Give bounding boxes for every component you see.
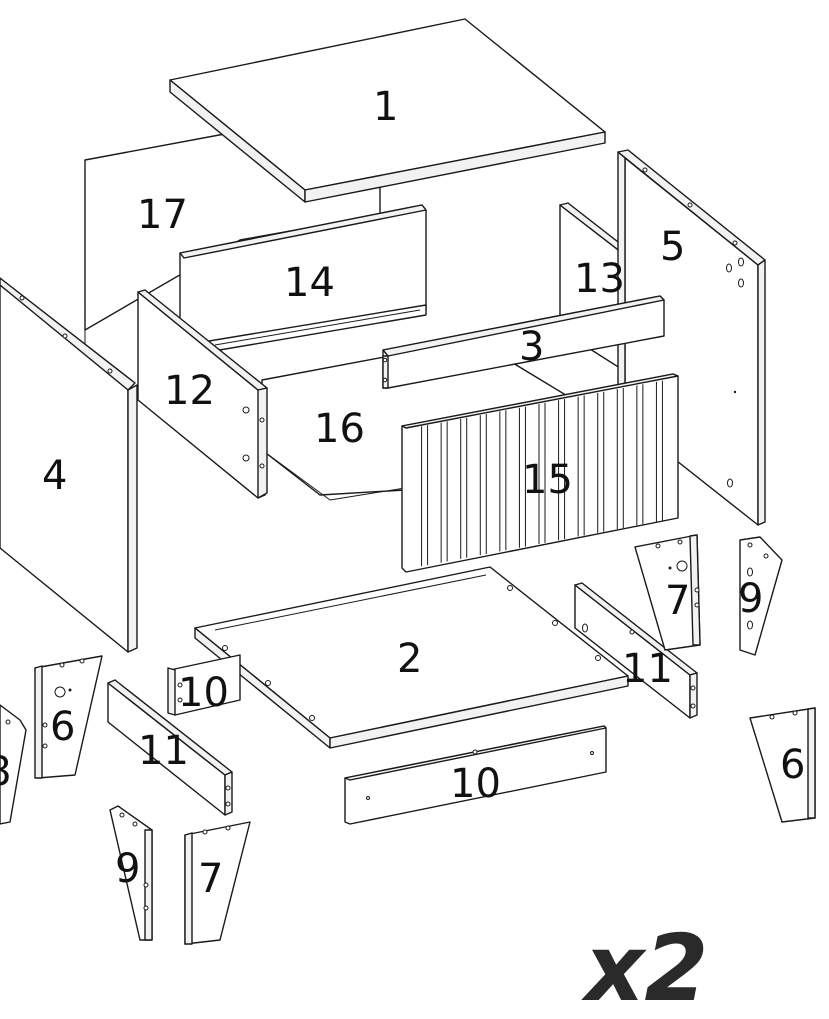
part-label-9-right: 9 xyxy=(738,576,763,622)
quantity-multiplier: x2 xyxy=(581,915,708,1019)
part-7-leg-right xyxy=(634,534,701,651)
part-label-9-left: 9 xyxy=(115,846,140,892)
part-label-15: 15 xyxy=(522,457,573,503)
part-label-3: 3 xyxy=(519,324,544,370)
part-7-leg-left xyxy=(184,821,251,945)
part-label-7-right: 7 xyxy=(665,578,690,624)
part-label-2: 2 xyxy=(397,636,422,682)
part-label-16: 16 xyxy=(314,406,365,452)
part-label-10-long: 10 xyxy=(450,761,501,807)
part-label-6-right: 6 xyxy=(780,742,805,788)
part-6-leg-left xyxy=(34,655,103,779)
part-10-rail-long xyxy=(344,725,607,825)
part-15-fluted-front xyxy=(401,373,679,573)
part-4-side-panel xyxy=(0,277,138,653)
part-label-7-left: 7 xyxy=(198,856,223,902)
part-label-11-right: 11 xyxy=(622,646,673,692)
part-label-1: 1 xyxy=(373,84,398,130)
part-label-5: 5 xyxy=(660,224,685,270)
part-9-leg-left xyxy=(109,805,153,941)
part-label-6-left: 6 xyxy=(50,704,75,750)
part-10-rail-small xyxy=(167,654,241,716)
part-label-4: 4 xyxy=(42,453,67,499)
part-12-divider xyxy=(137,289,268,499)
fluting-lines xyxy=(421,380,663,567)
part-label-11-left: 11 xyxy=(138,728,189,774)
part-label-14: 14 xyxy=(284,260,335,306)
part-label-13: 13 xyxy=(574,256,625,302)
part-label-8: 8 xyxy=(0,749,11,795)
part-3-rail xyxy=(382,295,665,389)
part-11-rail-right xyxy=(574,582,698,719)
part-2-bottom-panel xyxy=(194,566,629,749)
part-label-12: 12 xyxy=(164,368,215,414)
part-14-inner-panel xyxy=(179,204,427,356)
part-8-leg xyxy=(0,704,27,825)
part-label-17: 17 xyxy=(137,192,188,238)
part-1-top xyxy=(169,18,606,203)
part-6-leg-right xyxy=(749,707,816,823)
part-9-leg-right xyxy=(739,536,783,656)
part-11-rail-left xyxy=(107,679,233,816)
part-label-10-small: 10 xyxy=(178,670,229,716)
